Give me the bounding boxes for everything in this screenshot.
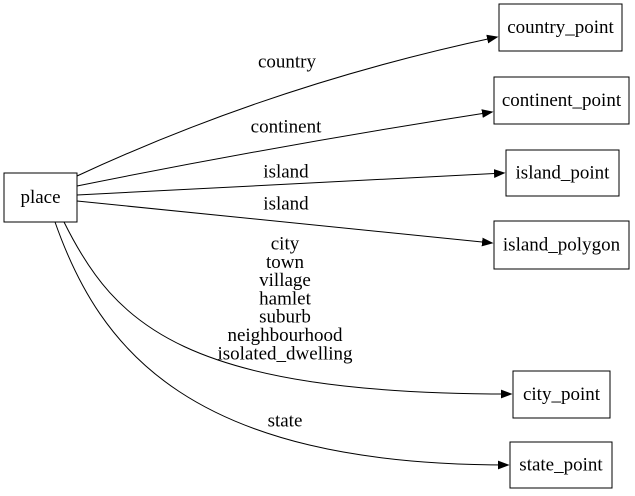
edge-label-line: continent xyxy=(251,117,322,138)
edges-layer xyxy=(54,34,513,470)
edge-label-line: city xyxy=(271,234,300,255)
edge-place-to-island-point xyxy=(76,169,506,196)
edge-label-continent-point: continent xyxy=(251,117,322,138)
edge-place-to-city-point xyxy=(63,221,513,399)
edge-label-line: isolated_dwelling xyxy=(217,343,353,364)
edge-place-to-country-point xyxy=(76,34,499,177)
node-continent-point xyxy=(493,76,630,125)
edge-label-line: hamlet xyxy=(259,288,311,309)
node-label-state-point: state_point xyxy=(519,455,603,476)
node-label-island-point: island_point xyxy=(516,163,611,184)
nodes-layer: place country_point continent_point island_… xyxy=(3,3,630,489)
edge-label-state-point: state xyxy=(268,411,303,432)
node-label-city-point: city_point xyxy=(523,384,601,405)
node-state-point xyxy=(509,441,613,489)
edge-label-country-point: country xyxy=(258,52,317,73)
edge-label-line: country xyxy=(258,52,317,73)
node-city-point xyxy=(512,370,611,419)
edge-label-line: island xyxy=(263,162,309,183)
edge-label-line: village xyxy=(259,270,311,291)
edge-label-line: state xyxy=(268,411,303,432)
edge-place-to-continent-point xyxy=(76,109,494,187)
node-label-continent-point: continent_point xyxy=(502,90,622,111)
node-place xyxy=(3,172,78,223)
node-island-point xyxy=(505,149,620,197)
edge-place-to-state-point xyxy=(54,221,510,470)
edge-label-line: neighbourhood xyxy=(227,325,343,346)
edge-place-to-island-polygon xyxy=(76,200,494,247)
edge-label-island-polygon: island xyxy=(263,194,309,215)
edge-label-line: suburb xyxy=(259,307,311,328)
edge-label-line: town xyxy=(266,252,305,273)
node-label-island-polygon: island_polygon xyxy=(503,235,621,256)
node-island-polygon xyxy=(493,220,630,270)
node-label-country-point: country_point xyxy=(507,17,614,38)
edge-label-island-point: island xyxy=(263,162,309,183)
node-label-place: place xyxy=(20,187,60,208)
node-country-point xyxy=(498,3,623,52)
edge-label-line: island xyxy=(263,194,309,215)
